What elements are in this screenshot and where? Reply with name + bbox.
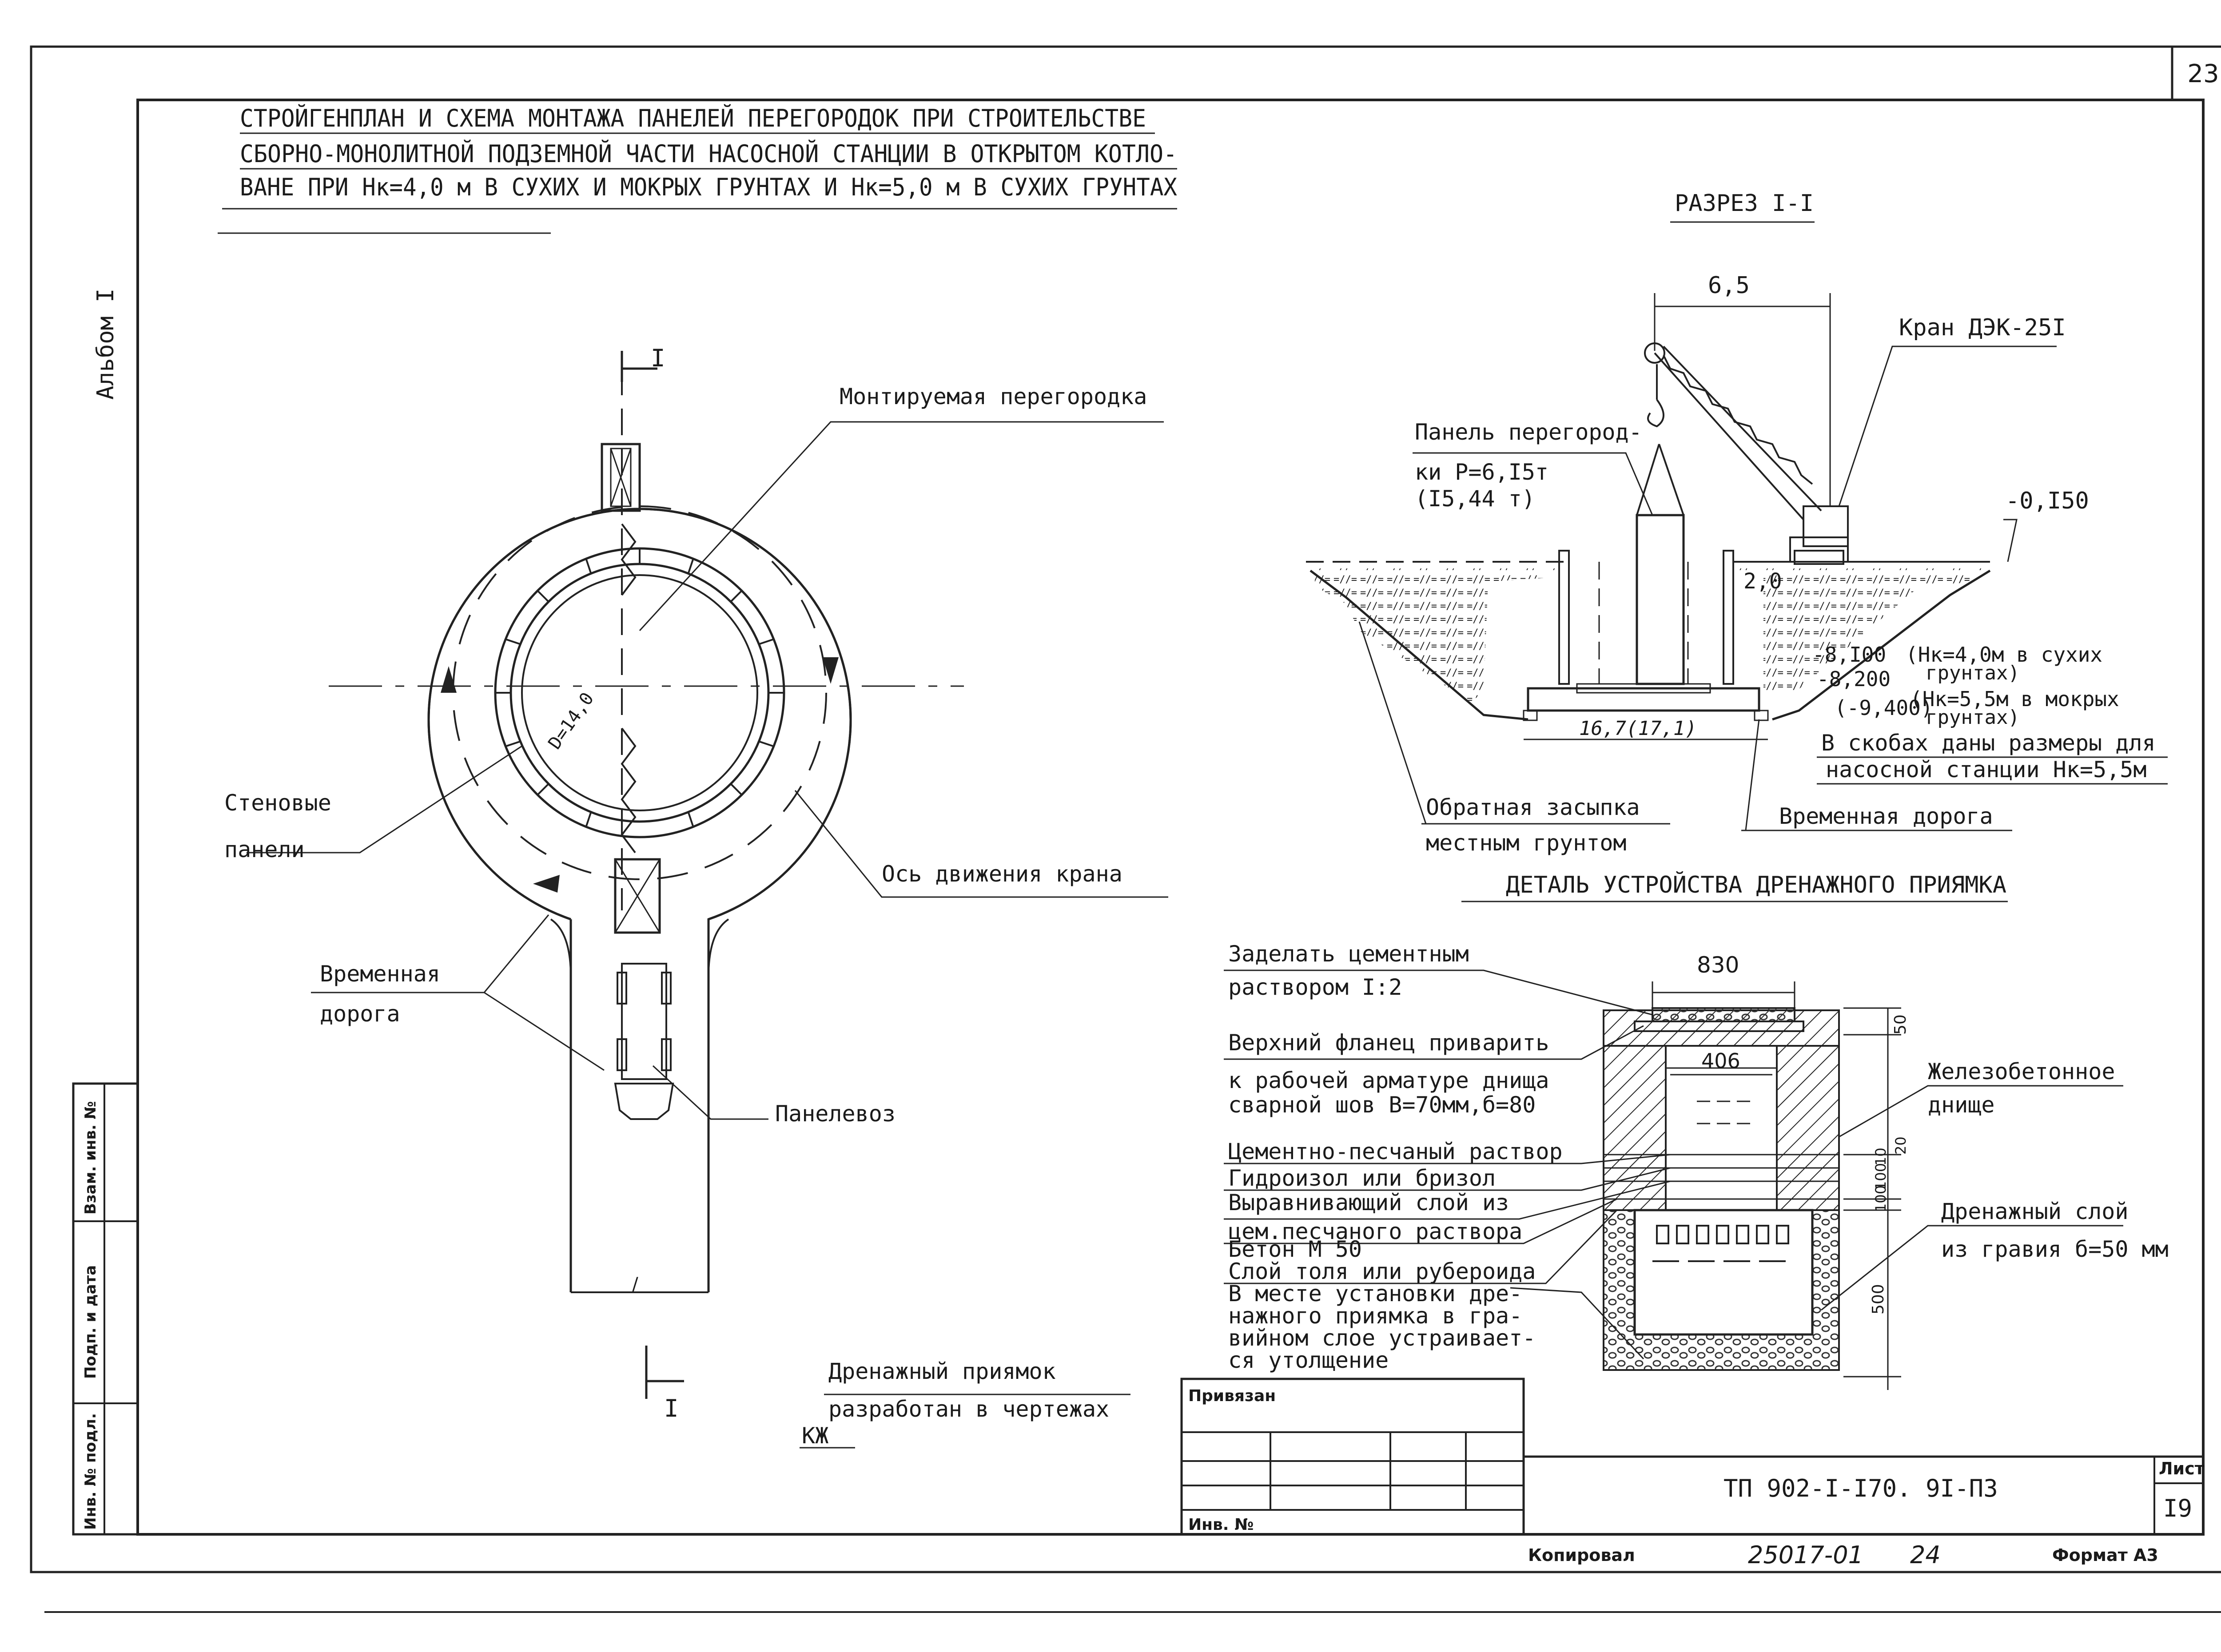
- stamp-doc-code: ТП 902-I-I70. 9I-ПЗ: [1723, 1474, 1998, 1502]
- detail-note-2b: к рабочей арматуре днища: [1228, 1068, 1549, 1093]
- detail-note-1b: раствором I:2: [1228, 974, 1402, 1000]
- note-pit-3: КЖ: [802, 1423, 828, 1449]
- drainage-pit-detail: ДЕТАЛЬ УСТРОЙСТВА ДРЕНАЖНОГО ПРИЯМКА: [1224, 871, 2169, 1390]
- title-block: Привязан Инв. № ТП 902-I-I70. 9I-ПЗ Лист…: [82, 1101, 2205, 1569]
- detail-note-8c: вийном слое устраивает-: [1228, 1325, 1536, 1351]
- section-title: РАЗРЕЗ I-I: [1675, 190, 1814, 217]
- detail-note-5b: цем.песчаного раствора: [1228, 1219, 1522, 1244]
- note-2b: грунтах): [1926, 706, 2020, 729]
- stamp-copy-no: 25017-01: [1748, 1541, 1863, 1569]
- sheet-frame: [30, 45, 2221, 1613]
- detail-right-1a: Железобетонное: [1928, 1059, 2115, 1084]
- brackets-note-1: В скобах даны размеры для: [1821, 730, 2156, 756]
- dim-crane-reach: 6,5: [1708, 272, 1750, 299]
- panel-label-2: ки Р=6,I5т: [1415, 459, 1548, 485]
- detail-note-8a: В месте установки дре-: [1228, 1281, 1522, 1307]
- label-crane-axis: Ось движения крана: [882, 861, 1122, 887]
- detail-note-8b: нажного приямка в гра-: [1228, 1303, 1522, 1329]
- note-2a: (Нк=5,5м в мокрых: [1910, 687, 2119, 711]
- label-wall-panels-2: панели: [224, 837, 305, 862]
- crane: [1644, 342, 1849, 565]
- stamp-copied: Копировал: [1528, 1545, 1635, 1565]
- dim-2: 2,0: [1743, 569, 1782, 594]
- dim-100a: 100: [1872, 1163, 1889, 1190]
- label-wall-panels-1: Стеновые: [224, 790, 331, 816]
- dim-500: 500: [1869, 1284, 1887, 1314]
- dim-100b: 100: [1872, 1185, 1889, 1212]
- svg-text:/: /: [632, 1274, 638, 1295]
- elev-2: -8,200: [1817, 667, 1891, 691]
- detail-note-5a: Выравнивающий слой из: [1228, 1190, 1509, 1215]
- note-1b: грунтах): [1926, 662, 2020, 684]
- detail-right-2a: Дренажный слой: [1941, 1199, 2128, 1224]
- stamp-list-no: I9: [2163, 1494, 2192, 1522]
- detail-right-2b: из гравия б=50 мм: [1941, 1236, 2169, 1262]
- elev-1: -8,I00: [1812, 643, 1886, 667]
- site-plan: /: [224, 344, 1168, 1449]
- detail-note-7: Слой толя или рубероида: [1228, 1259, 1536, 1284]
- stamp-inv-no: Инв. №: [1188, 1516, 1254, 1534]
- side-label-2: Подп. и дата: [82, 1265, 100, 1379]
- detail-note-1a: Заделать цементным: [1228, 941, 1469, 967]
- section-view: РАЗРЕЗ I-I: [1306, 190, 2168, 856]
- panel-truck: [614, 963, 674, 1120]
- stamp-privyazan: Привязан: [1188, 1387, 1276, 1405]
- dim-406: 406: [1701, 1049, 1740, 1073]
- brackets-note-2: насосной станции Нк=5,5м: [1826, 757, 2146, 782]
- elev-3: (-9,400): [1835, 696, 1933, 720]
- title-line-2: СБОРНО-МОНОЛИТНОЙ ПОДЗЕМНОЙ ЧАСТИ НАСОСН…: [240, 140, 1177, 168]
- backfill-1: Обратная засыпка: [1426, 794, 1640, 820]
- corner-page-number: 23: [2187, 60, 2219, 88]
- section-mark-bottom: I: [664, 1394, 679, 1422]
- label-panel-truck: Панелевоз: [775, 1101, 896, 1127]
- label-mounted-partition: Монтируемая перегородка: [840, 384, 1147, 409]
- detail-note-4: Гидроизол или бризол: [1228, 1165, 1496, 1191]
- panel-label-3: (I5,44 т): [1415, 486, 1535, 512]
- section-mark-top: I: [651, 344, 665, 372]
- title-line-1: СТРОЙГЕНПЛАН И СХЕМА МОНТАЖА ПАНЕЛЕЙ ПЕР…: [240, 104, 1146, 132]
- detail-note-2a: Верхний фланец приварить: [1228, 1030, 1549, 1056]
- dim-10: 10: [1872, 1148, 1889, 1166]
- backfill-2: местным грунтом: [1426, 830, 1627, 856]
- label-temp-road-2: дорога: [320, 1001, 400, 1027]
- note-1a: (Нк=4,0м в сухих: [1906, 643, 2102, 667]
- stamp-format: Формат А3: [2052, 1545, 2158, 1565]
- section-width: 16,7(17,1): [1579, 717, 1697, 740]
- note-pit-1: Дренажный приямок: [828, 1358, 1056, 1384]
- temp-road-section: Временная дорога: [1779, 803, 1993, 829]
- detail-note-3: Цементно-песчаный раствор: [1228, 1139, 1563, 1164]
- dim-20: 20: [1892, 1136, 1909, 1155]
- note-pit-2: разработан в чертежах: [828, 1396, 1109, 1422]
- side-label-3: Инв. № подл.: [82, 1413, 100, 1530]
- sheet-title: СТРОЙГЕНПЛАН И СХЕМА МОНТАЖА ПАНЕЛЕЙ ПЕР…: [218, 104, 1177, 234]
- detail-right-1b: днище: [1928, 1092, 1995, 1118]
- stamp-copy-no2: 24: [1910, 1541, 1941, 1569]
- detail-note-2c: сварной шов В=70мм,б=80: [1228, 1092, 1536, 1118]
- diameter-label: D=14,0: [545, 689, 598, 753]
- detail-title: ДЕТАЛЬ УСТРОЙСТВА ДРЕНАЖНОГО ПРИЯМКА: [1506, 871, 2006, 898]
- detail-note-6: Бетон М 50: [1228, 1236, 1362, 1262]
- title-line-3: ВАНЕ ПРИ Нк=4,0 м В СУХИХ И МОКРЫХ ГРУНТ…: [240, 173, 1177, 201]
- panel-label-1: Панель перегород-: [1415, 419, 1642, 445]
- dim-50: 50: [1891, 1014, 1910, 1035]
- stamp-list-label: Лист: [2159, 1459, 2205, 1478]
- crane-label: Кран ДЭК-25I: [1899, 314, 2066, 341]
- album-label: Альбом I: [92, 289, 119, 400]
- elev-top: -0,I50: [2006, 488, 2089, 514]
- detail-note-8d: ся утолщение: [1228, 1347, 1389, 1373]
- side-label-1: Взам. инв. №: [82, 1101, 100, 1215]
- label-temp-road-1: Временная: [320, 961, 440, 987]
- dim-830: 830: [1697, 952, 1739, 978]
